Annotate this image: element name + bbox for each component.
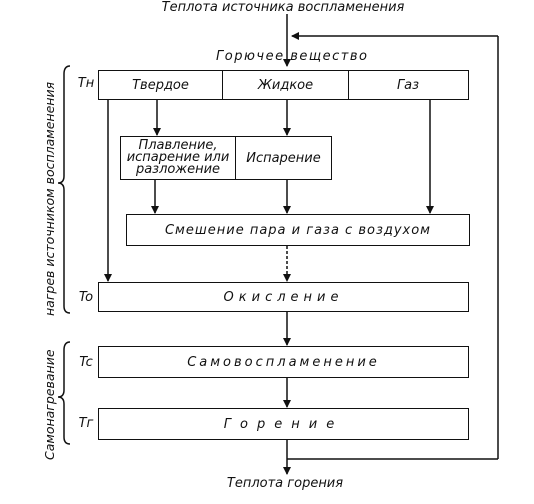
state-divider-1 (222, 71, 223, 99)
brace-heating (57, 65, 71, 314)
temp-tc: Tc (79, 355, 93, 370)
fuel-label: Горючее вещество (216, 49, 406, 64)
state-liquid: Жидкое (257, 77, 314, 93)
state-solid: Твердое (132, 77, 189, 93)
mixing-box: Смешение пара и газа с воздухом (126, 214, 470, 246)
side-label-selfheating: Самонагревание (42, 349, 57, 460)
brace-selfheating (57, 341, 71, 445)
states-box: Твердое Жидкое Газ (98, 70, 469, 100)
process-divider (235, 137, 236, 179)
state-gas: Газ (396, 77, 420, 93)
combustion-label: Горение (223, 416, 344, 432)
temp-tn: Tн (77, 76, 95, 91)
temp-to: To (78, 290, 94, 305)
self-ignition-label: Самовоспламенение (187, 354, 380, 370)
process-liquid: Испарение (246, 150, 321, 166)
bottom-heat-label: Теплота горения (226, 476, 344, 491)
process-solid: Плавление, испарение или разложение (126, 138, 230, 177)
temp-tg: Tг (78, 416, 94, 431)
self-ignition-box: Самовоспламенение (98, 346, 469, 378)
oxidation-box: Окисление (98, 282, 469, 312)
state-divider-2 (348, 71, 349, 99)
top-heat-label: Теплота источника воспламенения (161, 0, 405, 15)
mixing-label: Смешение пара и газа с воздухом (164, 222, 431, 238)
combustion-box: Горение (98, 408, 469, 440)
fuel-label-text: Горючее вещество (216, 49, 369, 64)
oxidation-label: Окисление (223, 289, 344, 305)
process-box: Плавление, испарение или разложение Испа… (120, 136, 332, 180)
side-label-heating: нагрев источником воспламенения (42, 81, 57, 316)
